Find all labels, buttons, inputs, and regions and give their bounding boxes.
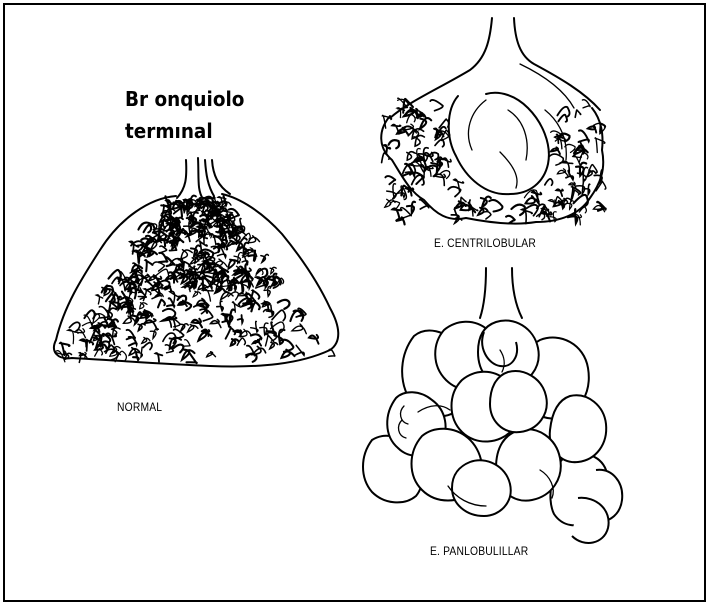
alveolus-curl bbox=[86, 340, 93, 351]
alveolus-curl bbox=[82, 315, 92, 326]
alveolus-curl bbox=[198, 331, 211, 340]
alveolus-curl bbox=[173, 345, 183, 353]
alveolus-curl bbox=[253, 346, 266, 354]
alveolus-curl bbox=[456, 201, 466, 208]
alveolus-curl bbox=[181, 324, 189, 331]
alveolus-curl bbox=[251, 321, 258, 332]
alveolus-curl bbox=[145, 260, 152, 271]
alveolus-curl bbox=[443, 158, 451, 167]
alveolus-curl bbox=[238, 315, 243, 323]
alveolus-curl bbox=[237, 338, 245, 345]
alveolus-curl bbox=[407, 152, 415, 160]
alveolus-curl bbox=[309, 335, 319, 344]
alveolus-curl bbox=[579, 130, 589, 142]
alveolus-curl bbox=[558, 115, 567, 122]
alveolus-curl bbox=[221, 291, 233, 300]
alveolus-curl bbox=[424, 166, 433, 176]
alveolus-curl bbox=[551, 147, 560, 154]
centrilobular-drawing bbox=[381, 18, 606, 225]
alveolus-curl bbox=[183, 285, 191, 292]
normal-lobule-drawing bbox=[54, 158, 338, 366]
alveolus-curl bbox=[195, 257, 201, 263]
alveolus-curl bbox=[162, 318, 172, 327]
alveolus-curl bbox=[211, 319, 221, 327]
alveolus-curl bbox=[420, 118, 431, 129]
alveolus-curl bbox=[217, 301, 223, 310]
alveolus-curl bbox=[75, 329, 86, 338]
alveolus-curl bbox=[261, 254, 268, 262]
alveolus-curl bbox=[295, 345, 304, 355]
alveolus-curl bbox=[588, 126, 596, 133]
alveolus-curl bbox=[138, 324, 145, 331]
alveolus-curl bbox=[253, 340, 261, 346]
alveolus-curl bbox=[568, 209, 578, 223]
alveolus-curl bbox=[156, 353, 163, 362]
alveolus-curl bbox=[127, 330, 135, 339]
alveolus-curl bbox=[454, 179, 464, 191]
alveolus-curl bbox=[506, 216, 515, 223]
alveolus-curl bbox=[143, 343, 152, 350]
alveolus-curl bbox=[145, 281, 154, 290]
alveolus-curl bbox=[158, 300, 165, 308]
alveolus-curl bbox=[489, 200, 502, 212]
alveolus-curl bbox=[144, 274, 151, 279]
alveolus-curl bbox=[392, 208, 401, 218]
alveolus-curl bbox=[270, 342, 278, 348]
alveolus-curl bbox=[396, 217, 405, 224]
alveolus-curl bbox=[550, 154, 564, 165]
alveolus-curl bbox=[556, 189, 563, 196]
alveolus-curl bbox=[575, 110, 580, 117]
alveolus-curl bbox=[557, 169, 568, 176]
alveolus-curl bbox=[545, 179, 553, 185]
alveolus-curl bbox=[124, 316, 136, 323]
alveolus-curl bbox=[84, 310, 94, 318]
alveolus-curl bbox=[184, 340, 190, 346]
alveolus-curl bbox=[68, 330, 79, 344]
alveolus-curl bbox=[193, 291, 201, 297]
alveolus-curl bbox=[188, 325, 198, 332]
alveolus-curl bbox=[278, 300, 290, 309]
alveolus-curl bbox=[109, 319, 118, 326]
alveolus-curl bbox=[226, 327, 236, 339]
alveolus-curl bbox=[385, 176, 395, 184]
alveolus-curl bbox=[292, 324, 306, 334]
alveolus-curl bbox=[582, 100, 590, 108]
alveolus-curl bbox=[181, 250, 192, 259]
alveolus-curl bbox=[140, 303, 147, 309]
alveolus-curl bbox=[249, 290, 260, 304]
alveolus-curl bbox=[96, 295, 102, 304]
alveolus-curl bbox=[574, 195, 588, 206]
panlobular-drawing bbox=[363, 268, 622, 543]
alveolus-curl bbox=[106, 333, 117, 344]
alveolus-curl bbox=[537, 214, 545, 220]
alveolus-curl bbox=[482, 212, 491, 219]
alveolus-curl bbox=[207, 352, 216, 357]
alveolus-curl bbox=[159, 253, 168, 262]
alveolus-curl bbox=[430, 100, 443, 111]
alveolus-curl bbox=[129, 348, 139, 355]
